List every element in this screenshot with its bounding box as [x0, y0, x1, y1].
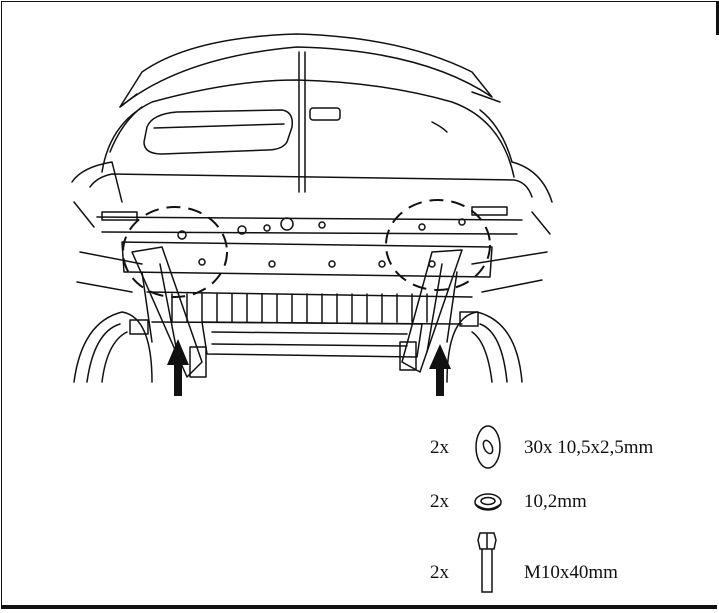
left-mount-highlight — [122, 206, 228, 298]
bolt-icon — [477, 532, 497, 593]
part-quantity: 2x — [430, 562, 450, 583]
highlight-circles — [122, 199, 491, 298]
part-spec: 10,2mm — [524, 491, 587, 512]
part-spec: 30x 10,5x2,5mm — [524, 437, 654, 458]
left-up-arrow-icon — [167, 339, 189, 396]
parts-row: 2x 30x 10,5x2,5mm — [430, 425, 654, 469]
frame-edge — [716, 1, 719, 35]
flat-washer-icon — [475, 425, 501, 469]
arrows — [167, 339, 451, 396]
right-mount-highlight — [385, 199, 491, 291]
parts-list: 2x 30x 10,5x2,5mm 2x 10,2mm 2x M10x — [430, 425, 654, 593]
spring-washer-icon — [474, 493, 502, 511]
part-spec: M10x40mm — [524, 562, 618, 583]
parts-row: 2x M10x40mm — [430, 532, 618, 593]
part-quantity: 2x — [430, 437, 450, 458]
parts-row: 2x 10,2mm — [430, 491, 587, 512]
vehicle-illustration — [71, 33, 553, 383]
part-quantity: 2x — [430, 491, 450, 512]
right-up-arrow-icon — [429, 344, 451, 396]
